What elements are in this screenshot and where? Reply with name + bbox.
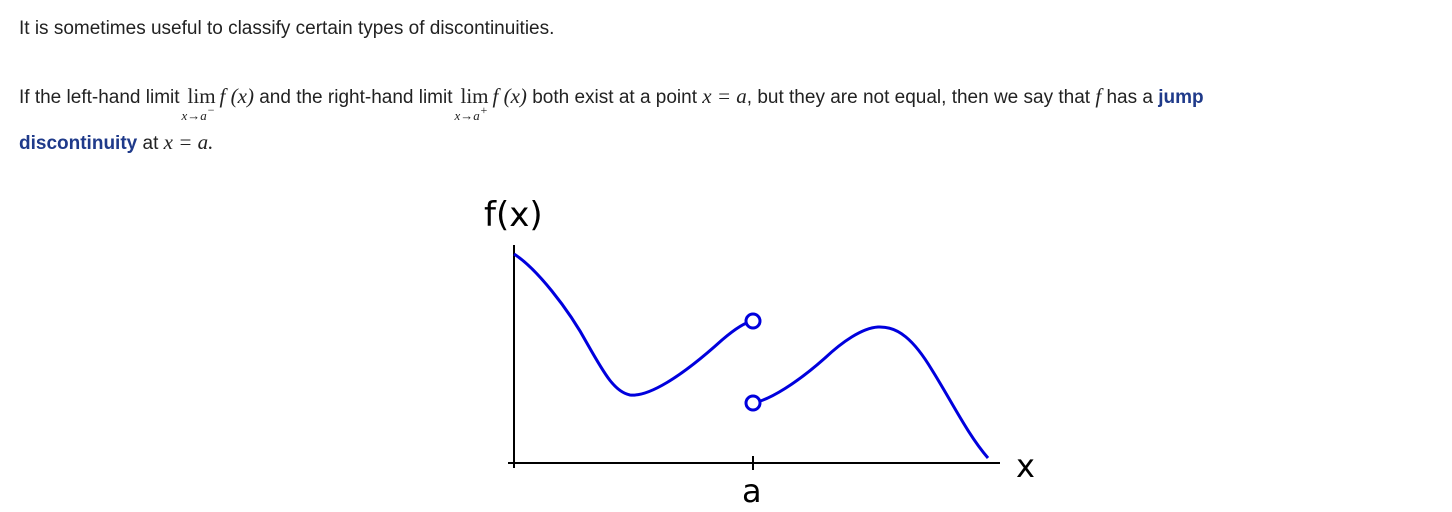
intro-text: It is sometimes useful to classify certa… — [19, 18, 555, 39]
final-point-equation: x = a. — [163, 130, 214, 154]
intro-paragraph: It is sometimes useful to classify certa… — [19, 18, 554, 40]
left-limit-subscript: x→a− — [181, 103, 215, 123]
definition-paragraph-continued: discontinuity at x = a. — [19, 130, 213, 155]
right-open-endpoint — [744, 394, 762, 412]
definition-text-5: has a — [1106, 87, 1153, 108]
y-axis-label: f(x) — [484, 195, 543, 235]
left-curve — [513, 252, 754, 397]
left-limit-function: f (x) — [219, 84, 254, 108]
a-label: a — [742, 472, 762, 510]
function-f: f — [1095, 84, 1102, 108]
x-axis-label: x — [1016, 447, 1035, 485]
right-limit-plus: + — [479, 103, 488, 117]
definition-text-1: If the left-hand limit — [19, 87, 180, 108]
left-limit-minus: − — [206, 103, 215, 117]
definition-text-2: and the right-hand limit — [259, 87, 453, 108]
right-limit-function: f (x) — [492, 84, 527, 108]
jump-discontinuity-graph: f(x) x a — [484, 195, 1035, 510]
definition-text-3: both exist at a point — [532, 87, 697, 108]
right-lim-word: lim — [460, 84, 489, 108]
definition-text-4: , but they are not equal, then we say th… — [746, 87, 1091, 108]
point-equation: x = a — [702, 84, 747, 108]
term-discontinuity: discontinuity — [19, 133, 138, 154]
left-open-endpoint — [744, 312, 762, 330]
right-curve — [752, 325, 990, 459]
definition-text-6: at — [142, 133, 159, 154]
term-jump: jump — [1158, 87, 1204, 108]
left-lim-word: lim — [187, 84, 216, 108]
right-limit-subscript: x→a+ — [454, 103, 488, 123]
